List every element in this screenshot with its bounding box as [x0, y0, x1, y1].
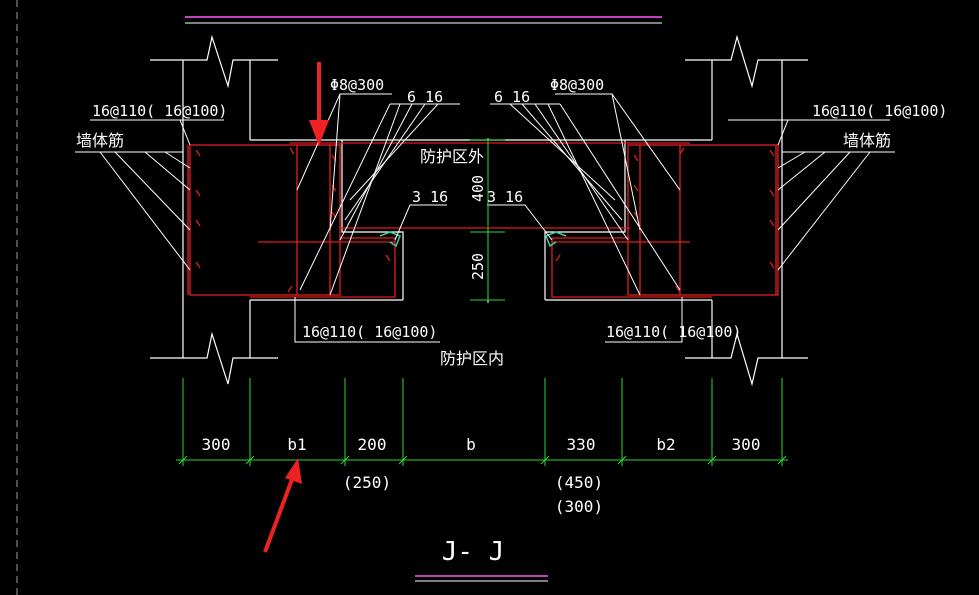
- dim-alternate-200: (250): [343, 473, 391, 492]
- dim-vertical-lower: 250: [469, 253, 487, 280]
- wall-rebar-label-right: 墙体筋: [843, 131, 891, 150]
- protection-outside-label: 防护区外: [420, 147, 484, 166]
- dimension-chain: [176, 378, 788, 466]
- top-bars-label-left: 6 16: [407, 88, 443, 106]
- section-title: J- J: [442, 537, 505, 567]
- dim-alternate-330-a: (450): [555, 473, 603, 492]
- mid-bars-label-right: 3 16: [487, 188, 523, 206]
- dim-segment-2: b1: [287, 435, 306, 454]
- stirrup-label-left: Φ8@300: [330, 76, 384, 94]
- rebar: [187, 142, 779, 298]
- wall-rebar-label-left: 墙体筋: [76, 131, 124, 150]
- protection-inside-label: 防护区内: [440, 349, 504, 368]
- annotation-arrow-bottom: [263, 458, 302, 553]
- dim-segment-7: 300: [732, 435, 761, 454]
- wall-bars-label-bottom-right: 16@110( 16@100): [606, 323, 741, 341]
- dim-alternate-330-b: (300): [555, 497, 603, 516]
- dim-vertical-upper: 400: [469, 175, 487, 202]
- top-bars-label-right: 6 16: [494, 88, 530, 106]
- section-title-underline: [415, 575, 548, 582]
- mid-bars-label-left: 3 16: [412, 188, 448, 206]
- dim-segment-3: 200: [358, 435, 387, 454]
- waterstop: [379, 231, 567, 248]
- dim-segment-5: 330: [567, 435, 596, 454]
- vertical-dimension: [470, 139, 505, 301]
- stirrup-label-right: Φ8@300: [550, 76, 604, 94]
- dim-segment-1: 300: [202, 435, 231, 454]
- wall-bars-label-top-left: 16@110( 16@100): [92, 102, 227, 120]
- leader-lines: [75, 93, 895, 343]
- dim-segment-6: b2: [656, 435, 675, 454]
- dim-segment-4: b: [466, 435, 476, 454]
- wall-bars-label-bottom-left: 16@110( 16@100): [302, 323, 437, 341]
- wall-bars-label-top-right: 16@110( 16@100): [812, 102, 947, 120]
- annotation-arrow-top: [309, 62, 329, 146]
